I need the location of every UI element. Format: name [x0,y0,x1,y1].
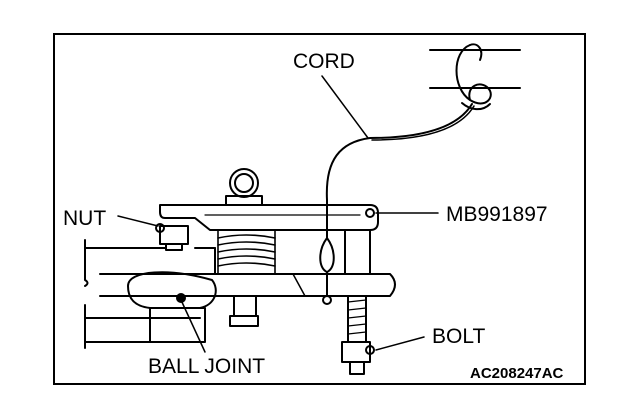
spring [217,229,276,275]
special-tool [159,168,379,275]
knuckle [99,247,396,297]
ball-joint-leader [180,299,206,353]
figure-frame [53,33,586,385]
upper-arm-tube [429,49,521,89]
figure-code: AC208247AC [470,365,564,382]
cord [325,103,473,239]
nut-part [155,223,189,251]
cord-hook [319,237,335,305]
label-bolt: BOLT [432,325,485,348]
bolt-leader [375,336,425,351]
ball-joint [127,271,217,343]
cord-leader [321,75,369,139]
bolt-part [341,295,375,375]
nut-leader [117,215,159,227]
stud-nut [229,295,259,327]
cord-loop [455,43,492,111]
label-ball-joint: BALL JOINT [148,355,265,378]
label-cord: CORD [293,50,355,73]
label-tool: MB991897 [446,203,548,226]
label-nut: NUT [63,207,106,230]
